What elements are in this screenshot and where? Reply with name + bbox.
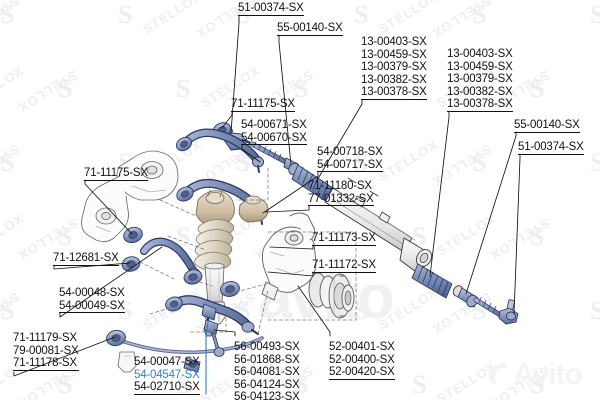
part-number[interactable]: 54-00718-SX xyxy=(317,146,383,158)
part-number[interactable]: 55-00140-SX xyxy=(514,119,580,133)
part-number[interactable]: 54-04547-SX xyxy=(134,368,200,381)
part-number[interactable]: 54-00717-SX xyxy=(317,158,383,173)
part-label-rear-arm-bushing[interactable]: 71-12681-SX xyxy=(53,252,119,266)
part-number[interactable]: 71-11178-SX xyxy=(13,357,79,371)
part-number[interactable]: 51-00374-SX xyxy=(518,141,584,155)
part-number[interactable]: 13-00459-SX xyxy=(447,60,513,73)
part-label-outer-tie-rod-end-right[interactable]: 51-00374-SX xyxy=(518,141,584,155)
part-label-lower-arm-bushing-rear[interactable]: 71-11172-SX xyxy=(312,259,376,273)
part-number[interactable]: 71-11173-SX xyxy=(312,232,376,246)
part-number[interactable]: 54-00047-SX xyxy=(134,356,200,368)
part-number[interactable]: 54-00048-SX xyxy=(59,287,125,299)
part-number[interactable]: 51-00374-SX xyxy=(238,2,304,16)
part-number[interactable]: 13-00378-SX xyxy=(361,86,427,100)
part-number[interactable]: 56-04081-SX xyxy=(234,366,300,379)
part-number[interactable]: 71-11180-SX xyxy=(308,180,372,192)
part-number[interactable]: 13-00379-SX xyxy=(361,61,427,74)
part-label-inner-tie-rod-axial-joint-right[interactable]: 55-00140-SX xyxy=(514,119,580,133)
part-number[interactable]: 13-00403-SX xyxy=(447,48,513,60)
part-number[interactable]: 54-00670-SX xyxy=(241,131,307,146)
part-number[interactable]: 56-01868-SX xyxy=(234,353,300,366)
part-number[interactable]: 71-11175-SX xyxy=(231,98,295,112)
part-number[interactable]: 13-00403-SX xyxy=(361,36,427,48)
part-number[interactable]: 13-00382-SX xyxy=(361,73,427,86)
part-number[interactable]: 54-00049-SX xyxy=(59,299,125,314)
part-number[interactable]: 54-00671-SX xyxy=(241,119,307,131)
part-number[interactable]: 56-00493-SX xyxy=(234,341,300,353)
part-number[interactable]: 56-04123-SX xyxy=(234,391,300,400)
part-number[interactable]: 52-00420-SX xyxy=(329,366,395,380)
part-label-upper-control-arm-bushing-a[interactable]: 71-11175-SX xyxy=(231,98,295,112)
part-label-upper-control-arm-bushing-b[interactable]: 71-11175-SX xyxy=(84,167,148,181)
part-label-outer-tie-rod-end-left[interactable]: 51-00374-SX xyxy=(238,2,304,16)
part-number[interactable]: 71-11175-SX xyxy=(84,167,148,181)
part-number[interactable]: 77-01332-SX xyxy=(308,192,374,207)
part-number[interactable]: 13-00382-SX xyxy=(447,85,513,98)
part-number[interactable]: 13-00378-SX xyxy=(447,98,513,112)
part-number[interactable]: 52-00401-SX xyxy=(329,341,395,353)
part-number[interactable]: 55-00140-SX xyxy=(277,22,343,36)
part-number[interactable]: 13-00459-SX xyxy=(361,48,427,61)
part-number[interactable]: 56-04124-SX xyxy=(234,378,300,391)
part-label-inner-tie-rod-axial-joint-left[interactable]: 55-00140-SX xyxy=(277,22,343,36)
part-number[interactable]: 13-00379-SX xyxy=(447,73,513,86)
part-number[interactable]: 54-02710-SX xyxy=(134,381,200,395)
part-number[interactable]: 52-00400-SX xyxy=(329,353,395,366)
part-number[interactable]: 71-11172-SX xyxy=(312,259,376,273)
part-label-lower-arm-bushing-front[interactable]: 71-11173-SX xyxy=(312,232,376,246)
part-number[interactable]: 71-12681-SX xyxy=(53,252,119,266)
part-number[interactable]: 79-00081-SX xyxy=(13,344,79,357)
part-number[interactable]: 71-11179-SX xyxy=(13,332,77,344)
